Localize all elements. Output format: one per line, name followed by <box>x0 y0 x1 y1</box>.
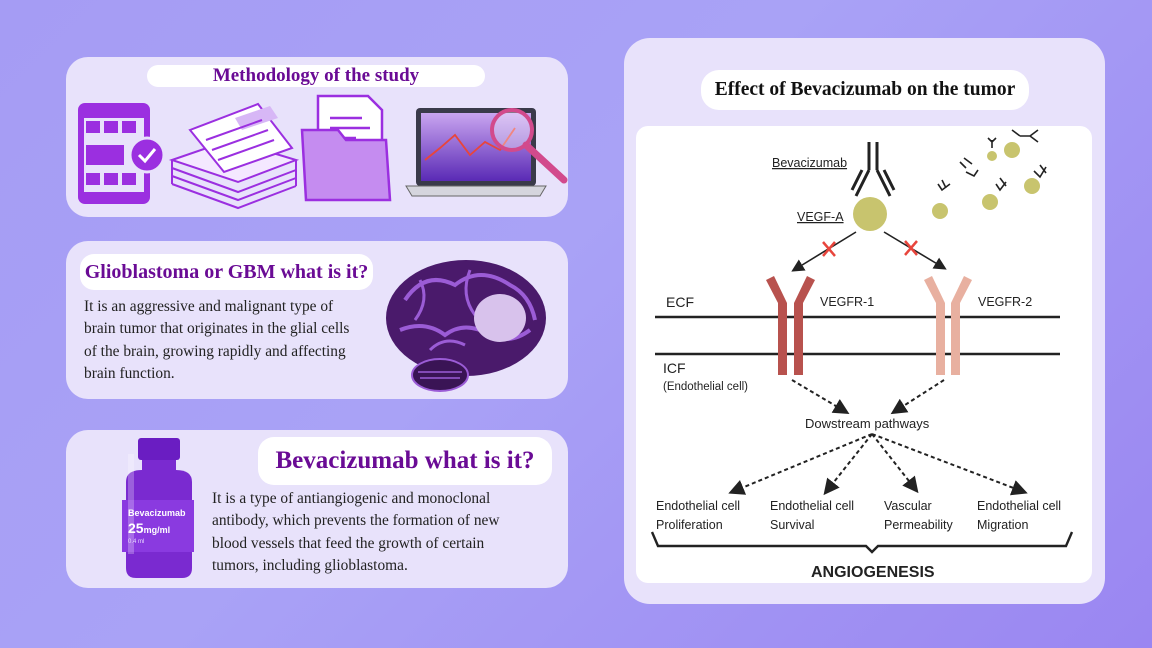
outcome-4-line2: Migration <box>977 518 1028 532</box>
bottle-label-small: 0.4 ml <box>128 539 145 545</box>
downstream-label: Dowstream pathways <box>805 416 930 431</box>
bev-line: tumors, including glioblastoma. <box>212 557 408 575</box>
bev-title: Bevacizumab what is it? <box>258 437 552 485</box>
vegfa-label: VEGF-A <box>797 210 844 224</box>
bottle-label-dose: 25mg/ml <box>128 520 170 536</box>
bev-line: blood vessels that feed the growth of ce… <box>212 534 485 552</box>
vegfr1-to-downstream-arrow <box>791 379 850 415</box>
vegfr1-receptor-icon <box>766 276 815 375</box>
vegf-to-vegfr1-arrow <box>791 231 857 272</box>
downstream-to-outcome4-arrow <box>871 433 1028 496</box>
antibody-vegf-cluster <box>937 129 1047 192</box>
outcome-1-line2: Proliferation <box>656 518 723 532</box>
vegf-molecules <box>932 142 1040 219</box>
outcome-3-line2: Permeability <box>884 518 954 532</box>
downstream-to-outcome1-arrow <box>728 433 873 495</box>
gbm-line: brain tumor that originates in the glial… <box>84 320 350 338</box>
bev-line: It is a type of antiangiogenic and monoc… <box>212 490 491 507</box>
gbm-description: It is an aggressive and malignant type o… <box>84 296 374 386</box>
bottle-dose-value: 25 <box>128 520 144 536</box>
downstream-to-outcome3-arrow <box>871 433 919 494</box>
gbm-title: Glioblastoma or GBM what is it? <box>80 254 373 290</box>
vegfr2-label: VEGFR-2 <box>978 295 1032 309</box>
bottle-dose-unit: mg/ml <box>143 525 171 535</box>
outcome-4-line1: Endothelial cell <box>977 499 1061 513</box>
ecf-label: ECF <box>666 294 694 310</box>
outcome-1-line1: Endothelial cell <box>656 499 740 513</box>
vegfr2-to-downstream-arrow <box>890 379 945 415</box>
vegfr2-receptor-icon <box>924 276 972 375</box>
block-icon <box>822 240 918 257</box>
downstream-to-outcome2-arrow <box>823 433 873 496</box>
outcome-2-line1: Endothelial cell <box>770 499 854 513</box>
vegf-a-molecule <box>853 197 887 231</box>
outcome-2-line2: Survival <box>770 518 814 532</box>
angiogenesis-label: ANGIOGENESIS <box>811 564 935 581</box>
bevacizumab-label: Bevacizumab <box>772 156 847 170</box>
bottle-label-name: Bevacizumab <box>128 508 186 518</box>
bev-description: It is a type of antiangiogenic and monoc… <box>212 488 553 578</box>
methodology-title: Methodology of the study <box>147 65 485 87</box>
angiogenesis-bracket <box>650 531 1074 554</box>
gbm-line: brain function. <box>84 365 175 383</box>
antibody-icon <box>850 142 896 197</box>
gbm-line: of the brain, growing rapidly and affect… <box>84 342 346 360</box>
bev-line: antibody, which prevents the formation o… <box>212 512 500 530</box>
gbm-line: It is an aggressive and malignant type o… <box>84 298 334 315</box>
vegfr1-label: VEGFR-1 <box>820 295 874 309</box>
endothelial-label: (Endothelial cell) <box>663 381 748 393</box>
outcome-3-line1: Vascular <box>884 499 932 513</box>
effect-title: Effect of Bevacizumab on the tumor <box>701 70 1029 110</box>
icf-label: ICF <box>663 360 686 376</box>
